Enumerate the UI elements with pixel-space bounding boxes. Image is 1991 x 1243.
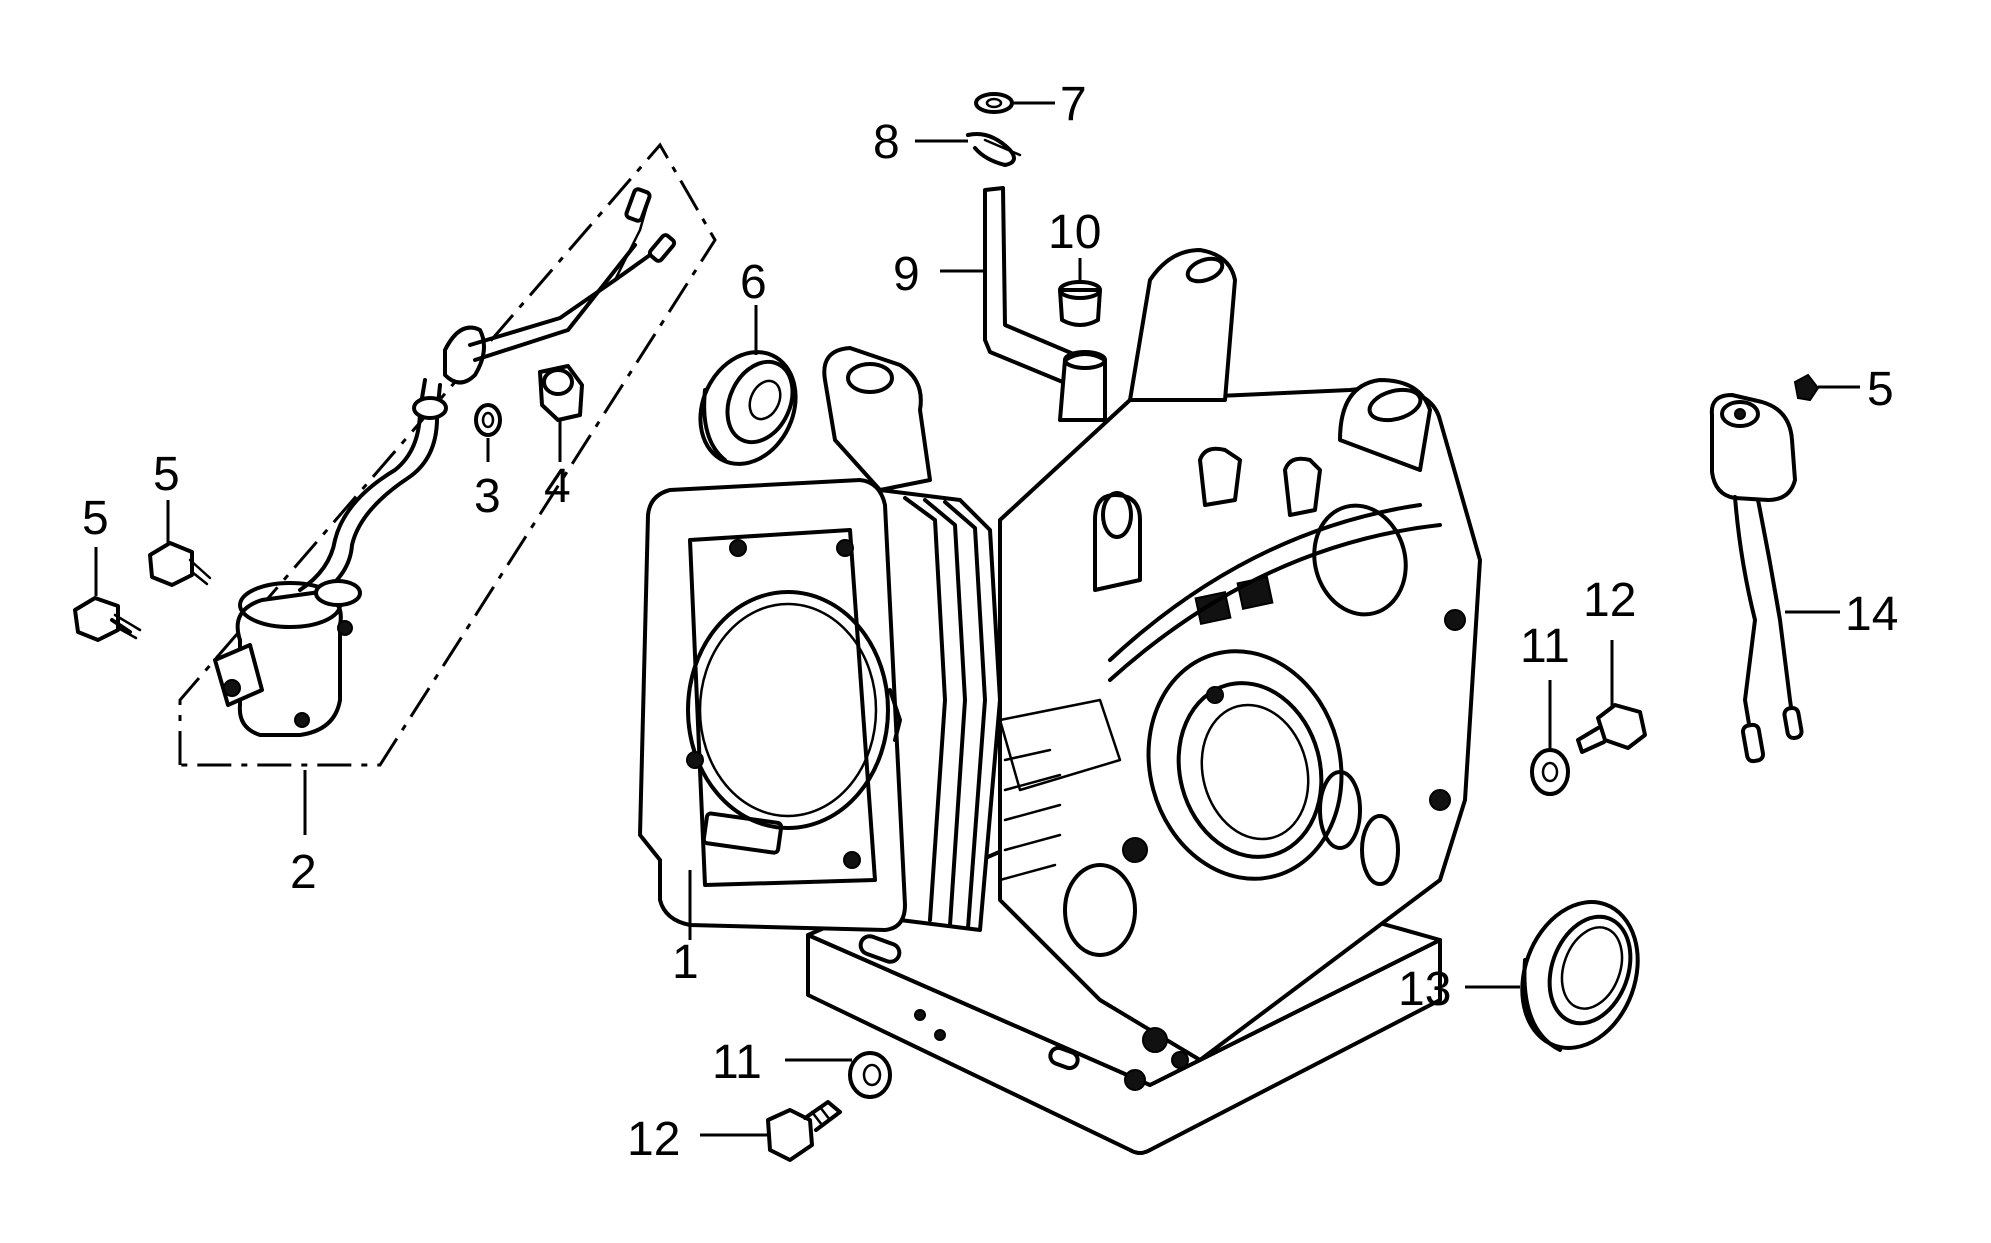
flange-bolt-left-upper xyxy=(148,500,212,587)
oil-sensor-group-boundary xyxy=(178,142,717,835)
callout-13: 13 xyxy=(1398,963,1451,1016)
oil-level-sensor xyxy=(213,187,677,737)
flange-bolt-right xyxy=(1793,373,1860,402)
cotter-clip-8 xyxy=(915,132,1022,167)
washer-bottom xyxy=(785,1051,892,1099)
callout-14: 14 xyxy=(1845,588,1898,641)
callout-2: 2 xyxy=(290,846,317,899)
ignition-coil-lead xyxy=(1709,393,1840,764)
callout-8: 8 xyxy=(873,116,900,169)
callout-12-right: 12 xyxy=(1583,574,1636,627)
callout-9: 9 xyxy=(893,248,920,301)
ball-bearing xyxy=(698,305,798,466)
callout-12-bottom: 12 xyxy=(627,1113,680,1166)
washer-7 xyxy=(974,92,1055,114)
callout-7: 7 xyxy=(1060,78,1087,131)
callout-5-left-upper: 5 xyxy=(153,448,180,501)
callout-11-right: 11 xyxy=(1520,620,1570,673)
flange-bolt-left-lower xyxy=(73,547,142,642)
drain-bolt-right xyxy=(1576,640,1647,754)
oil-seal xyxy=(1465,900,1640,1052)
callout-4: 4 xyxy=(544,460,571,513)
sealing-washer xyxy=(474,403,502,462)
callout-5-right: 5 xyxy=(1867,363,1894,416)
callout-3: 3 xyxy=(474,470,501,523)
callout-1: 1 xyxy=(672,936,699,989)
drain-bolt-bottom xyxy=(700,1100,842,1162)
callout-11-bottom: 11 xyxy=(712,1036,762,1089)
plug-cap-10 xyxy=(1058,258,1102,327)
washer-right xyxy=(1530,680,1570,796)
callout-labels: 1 2 3 4 5 5 5 6 7 8 9 10 11 11 12 12 13 … xyxy=(82,78,1898,1166)
cylinder-fins xyxy=(878,488,1122,932)
crankcase xyxy=(638,248,1482,1155)
callout-10: 10 xyxy=(1048,206,1101,259)
callout-6: 6 xyxy=(740,256,767,309)
callout-5-left-lower: 5 xyxy=(82,492,109,545)
oil-sensor-nut xyxy=(538,364,584,462)
